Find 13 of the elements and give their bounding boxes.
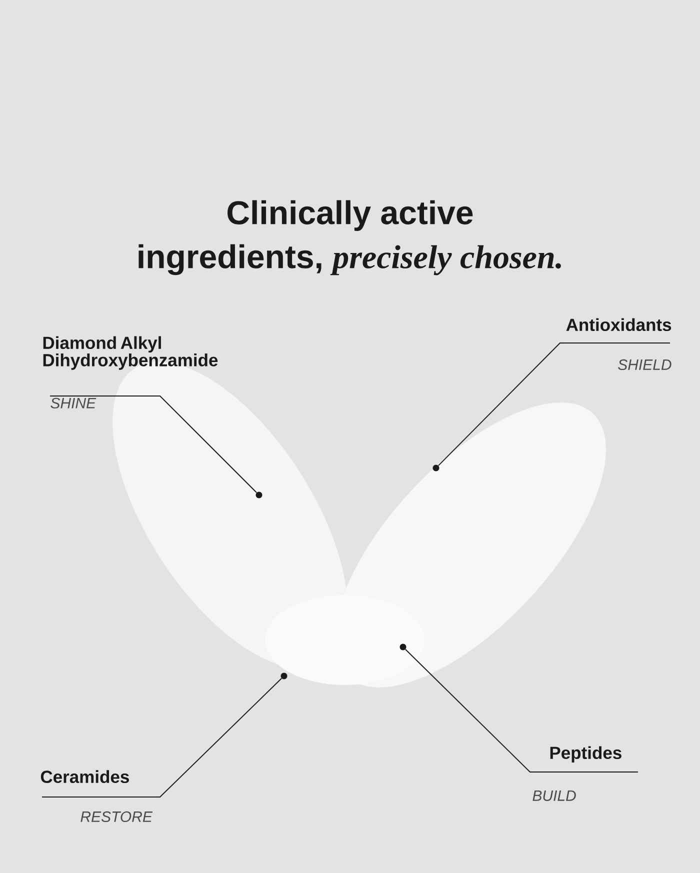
- leader-line: [404, 648, 638, 772]
- point-marker: [432, 464, 440, 472]
- title: Clinically active ingredients, precisely chosen.: [138, 200, 561, 276]
- leader-line: [438, 342, 670, 466]
- point-marker: [256, 492, 262, 498]
- point-marker: [280, 672, 288, 680]
- leader-line: [42, 678, 282, 798]
- leader-line: [50, 396, 258, 494]
- callout-label: Diamond Alkyl Dihydroxybenzamide SHINE: [43, 336, 218, 408]
- callout-label: Peptides BUILD: [532, 746, 622, 801]
- point-marker: [400, 644, 406, 650]
- callout-label: Antioxidants SHIELD: [566, 318, 672, 370]
- callout-label: Ceramides RESTORE: [40, 770, 153, 822]
